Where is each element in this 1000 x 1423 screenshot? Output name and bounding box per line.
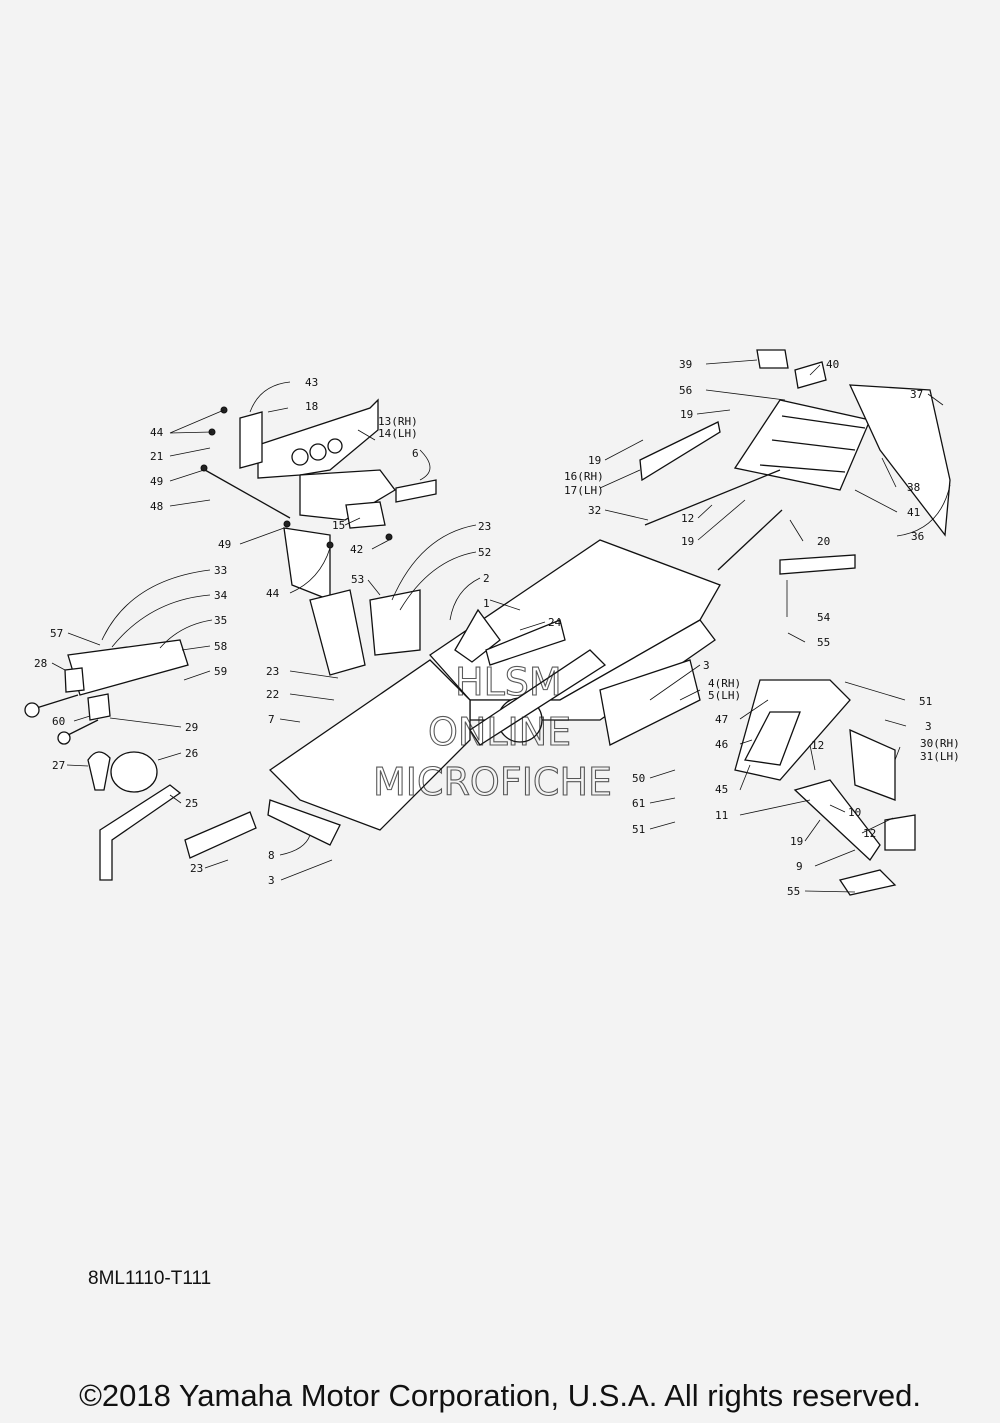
callout-47: 47 (715, 713, 728, 726)
callout-49: 49 (218, 538, 231, 551)
callout-15: 15 (332, 519, 345, 532)
callout-19: 19 (681, 535, 694, 548)
callout-43: 43 (305, 376, 318, 389)
callout-32: 32 (588, 504, 601, 517)
callout-52: 52 (478, 546, 491, 559)
callout-11: 11 (715, 809, 728, 822)
callout-12: 12 (681, 512, 694, 525)
rear-rack-assembly (639, 349, 951, 575)
callout-19: 19 (790, 835, 803, 848)
callout-44: 44 (150, 426, 164, 439)
callout-26: 26 (185, 747, 198, 760)
callout-16-rh: 16(RH) (564, 470, 604, 483)
callout-25: 25 (185, 797, 198, 810)
watermark-line-1: HLSM (455, 660, 562, 704)
callout-2: 2 (483, 572, 490, 585)
callout-28: 28 (34, 657, 47, 670)
watermark-line-3: MICROFICHE (373, 760, 612, 804)
callout-41: 41 (907, 506, 920, 519)
callout-3: 3 (703, 659, 710, 672)
callout-12: 12 (811, 739, 824, 752)
callout-38: 38 (907, 481, 920, 494)
callout-27: 27 (52, 759, 65, 772)
callout-57: 57 (50, 627, 63, 640)
callout-17-lh: 17(LH) (564, 484, 604, 497)
callout-5-lh: 5(LH) (708, 689, 741, 702)
callout-29: 29 (185, 721, 198, 734)
callout-20: 20 (817, 535, 830, 548)
callout-51: 51 (919, 695, 932, 708)
callout-35: 35 (214, 614, 227, 627)
callout-19: 19 (588, 454, 601, 467)
callout-36: 36 (911, 530, 924, 543)
callout-6: 6 (412, 447, 419, 460)
callout-33: 33 (214, 564, 227, 577)
callout-4-rh: 4(RH) (708, 677, 741, 690)
callout-24: 24 (548, 616, 562, 629)
leader-lines (51, 359, 951, 893)
diagram-code: 8ML1110-T111 (88, 1268, 212, 1289)
callout-61: 61 (632, 797, 645, 810)
callout-42: 42 (350, 543, 363, 556)
callout-18: 18 (305, 400, 318, 413)
callout-23: 23 (478, 520, 491, 533)
callout-19: 19 (680, 408, 693, 421)
callout-13-rh: 13(RH) (378, 415, 418, 428)
callout-3: 3 (925, 720, 932, 733)
callout-37: 37 (910, 388, 923, 401)
callout-50: 50 (632, 772, 645, 785)
callout-53: 53 (351, 573, 364, 586)
callout-21: 21 (150, 450, 163, 463)
callout-46: 46 (715, 738, 728, 751)
callout-30-rh: 30(RH) (920, 737, 960, 750)
callout-3: 3 (268, 874, 275, 887)
callout-23: 23 (190, 862, 203, 875)
front-bulkhead-assembly (200, 398, 437, 601)
callout-labels: 43 18 44 13(RH) 14(LH) 21 6 49 48 15 49 … (34, 358, 960, 898)
callout-54: 54 (817, 611, 831, 624)
callout-51: 51 (632, 823, 645, 836)
callout-9: 9 (796, 860, 803, 873)
callout-49: 49 (150, 475, 163, 488)
callout-59: 59 (214, 665, 227, 678)
callout-60: 60 (52, 715, 65, 728)
copyright-notice: ©2018 Yamaha Motor Corporation, U.S.A. A… (79, 1378, 921, 1413)
callout-40: 40 (826, 358, 839, 371)
callout-58: 58 (214, 640, 227, 653)
rear-hitch-parts (24, 639, 257, 881)
callout-14-lh: 14(LH) (378, 427, 418, 440)
callout-12: 12 (863, 827, 876, 840)
callout-10: 10 (848, 806, 861, 819)
callout-45: 45 (715, 783, 728, 796)
callout-44: 44 (266, 587, 280, 600)
watermark: HLSM ONLINE MICROFICHE (372, 659, 612, 804)
callout-34: 34 (214, 589, 228, 602)
callout-1: 1 (483, 597, 490, 610)
callout-48: 48 (150, 500, 163, 513)
callout-39: 39 (679, 358, 692, 371)
callout-7: 7 (268, 713, 275, 726)
watermark-line-2: ONLINE (428, 710, 571, 754)
callout-55: 55 (817, 636, 830, 649)
callout-8: 8 (268, 849, 275, 862)
callout-22: 22 (266, 688, 279, 701)
callout-55: 55 (787, 885, 800, 898)
chassis-tunnel (267, 539, 721, 846)
callout-56: 56 (679, 384, 692, 397)
right-side-panels (734, 679, 916, 896)
callout-31-lh: 31(LH) (920, 750, 960, 763)
callout-23: 23 (266, 665, 279, 678)
